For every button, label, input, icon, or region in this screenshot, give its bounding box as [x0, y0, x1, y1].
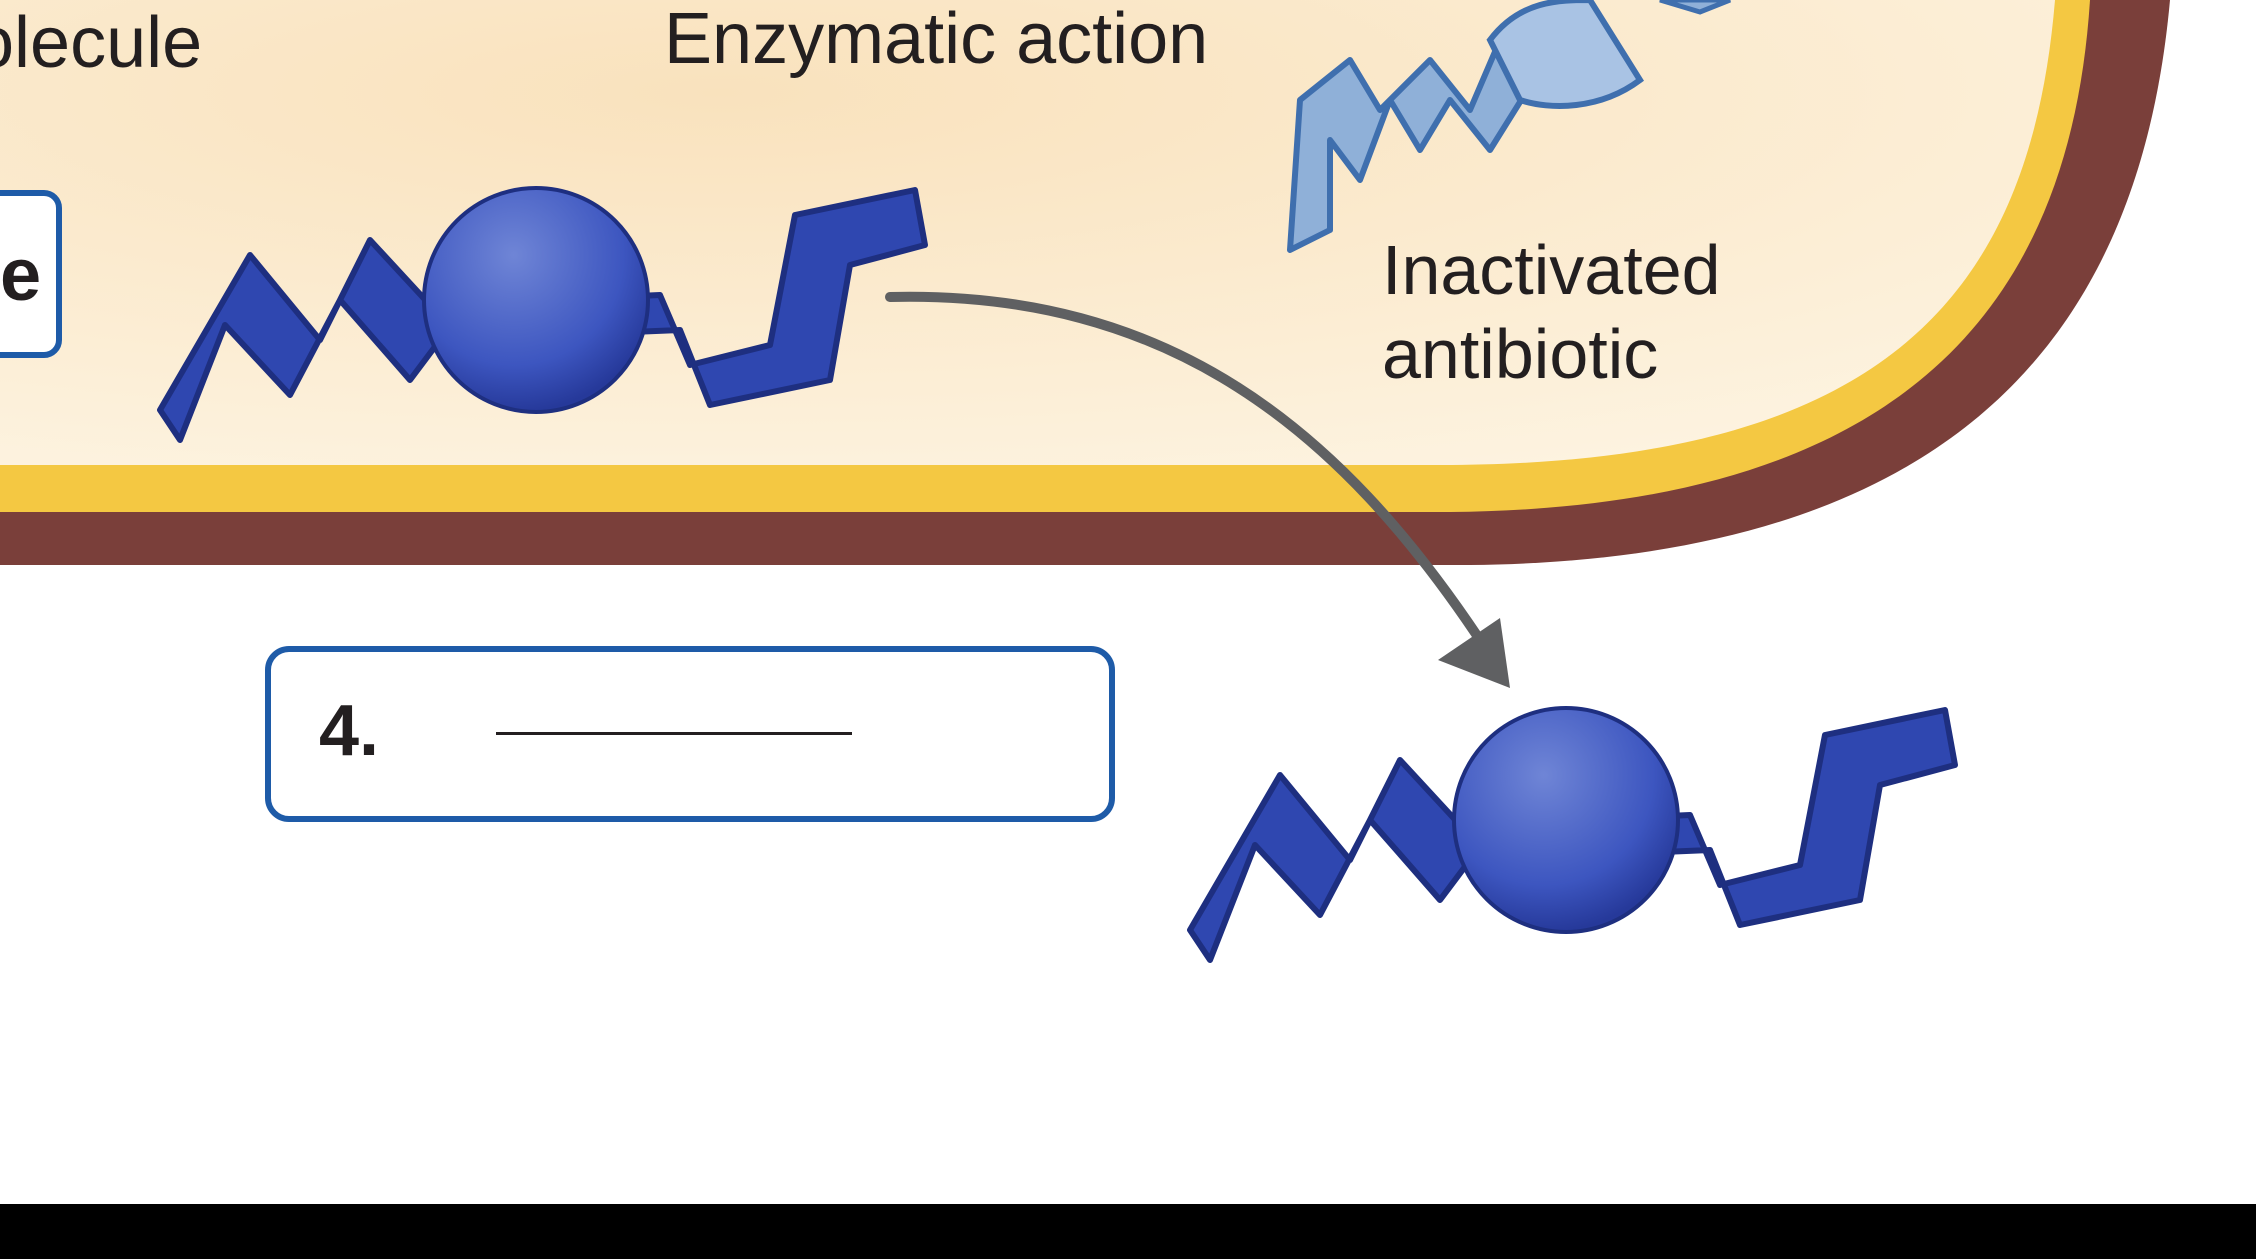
enzymatic-action-label: Enzymatic action — [664, 0, 1209, 79]
antibiotic-molecule-icon — [157, 186, 928, 443]
partial-label-box — [0, 190, 62, 358]
partial-label-text: e — [0, 233, 42, 316]
inactivated-antibiotic-icon — [1287, 0, 1731, 253]
answer-blank-line[interactable] — [496, 732, 852, 735]
antibiotic-molecule-icon — [1187, 706, 1958, 963]
bottom-bar — [0, 1204, 2256, 1259]
curved-arrow-icon — [885, 291, 1485, 645]
inactivated-antibiotic-label: Inactivated antibiotic — [1382, 228, 1802, 396]
arrow-head-icon — [1438, 618, 1510, 688]
molecule-label: olecule — [0, 3, 203, 83]
inactivated-label-line1: Inactivated — [1382, 231, 1721, 309]
inactivated-label-line2: antibiotic — [1382, 315, 1659, 393]
answer-number: 4. — [319, 691, 380, 771]
answer-box[interactable]: 4. — [265, 646, 1115, 822]
